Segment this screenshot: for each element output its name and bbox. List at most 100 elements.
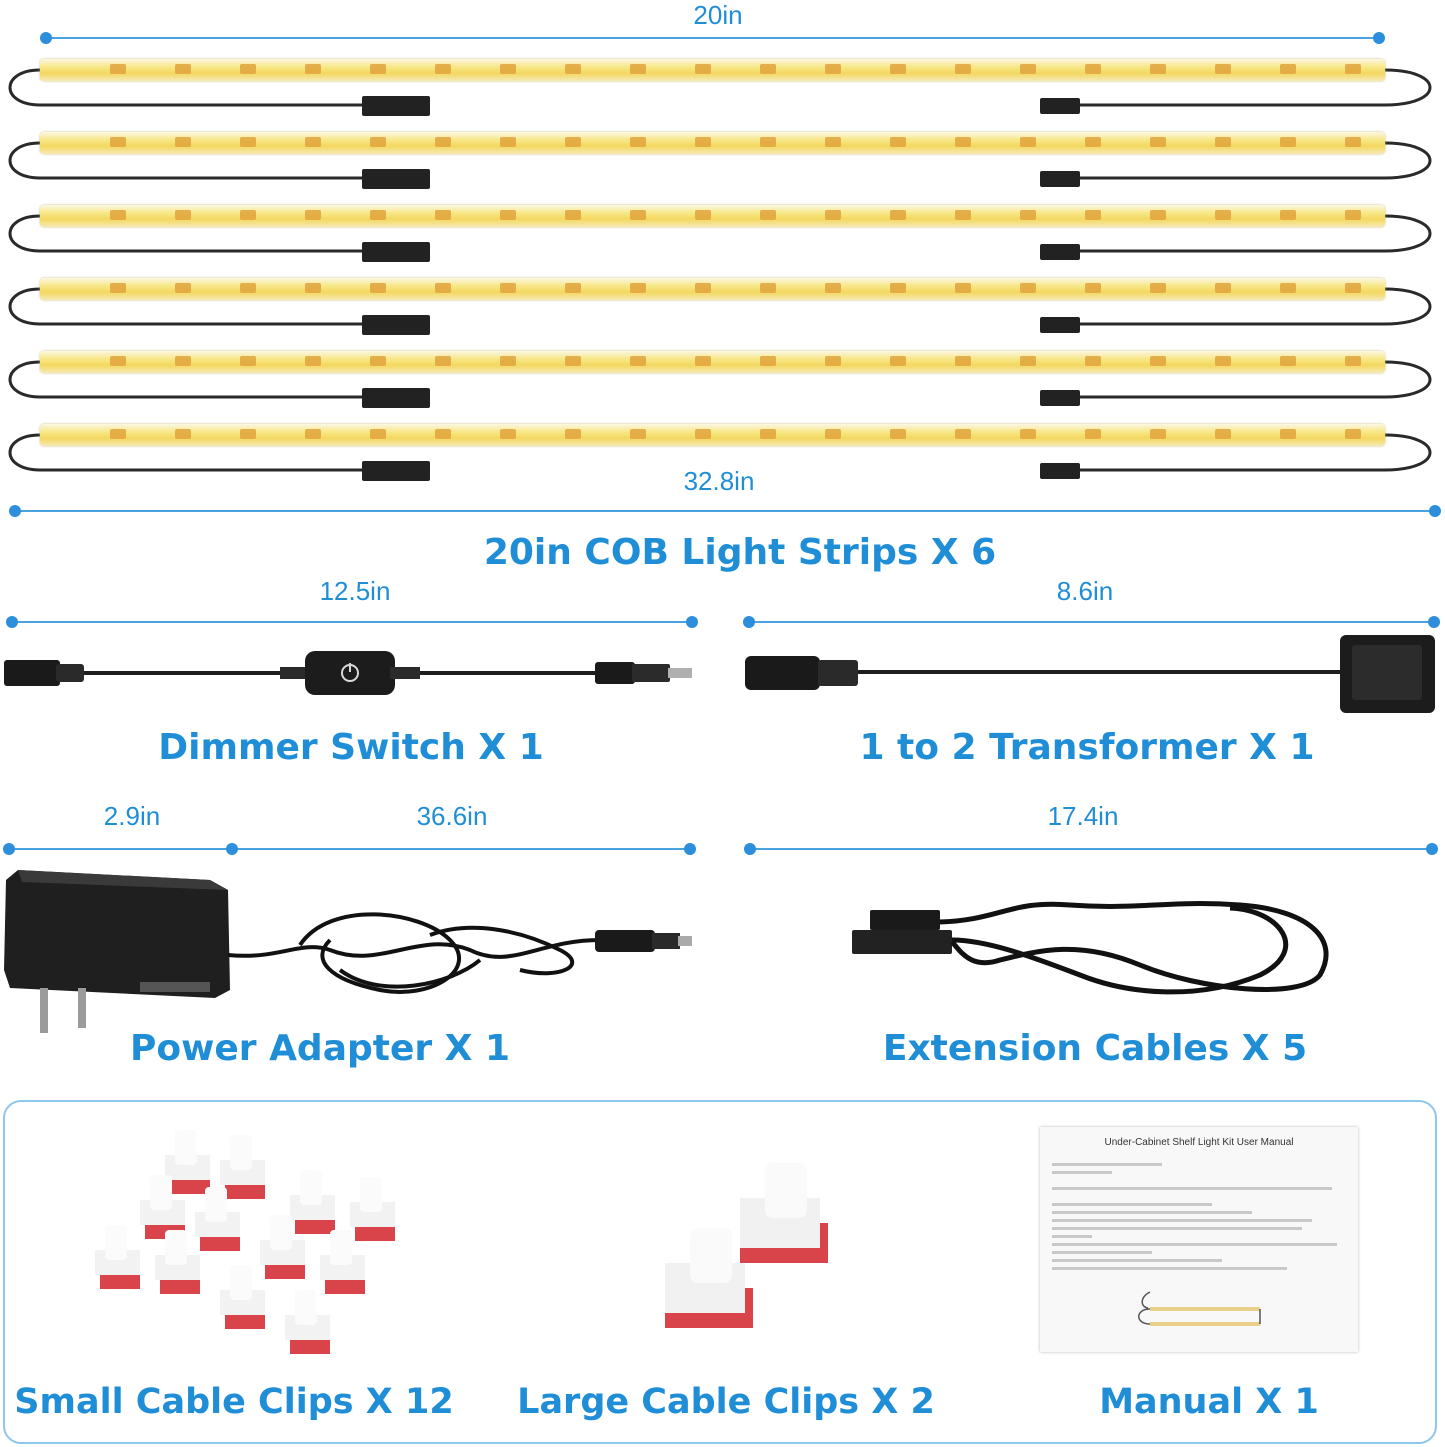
strip-connector-male <box>362 96 430 116</box>
extension-cable-image <box>852 901 1329 995</box>
strip-solder-pad <box>1215 64 1231 74</box>
strip-solder-pad <box>435 210 451 220</box>
strip-solder-pad <box>305 429 321 439</box>
strip-solder-pad <box>630 283 646 293</box>
strip-solder-pad <box>1345 137 1361 147</box>
strip-solder-pad <box>955 283 971 293</box>
strip-solder-pad <box>565 356 581 366</box>
strip-total-length-label: 32.8in <box>683 466 755 496</box>
strip-solder-pad <box>1085 64 1101 74</box>
strip-cables <box>8 68 1432 472</box>
strip-solder-pad <box>1020 64 1036 74</box>
strip-connector-male <box>362 169 430 189</box>
cob-light-strip <box>40 59 1385 81</box>
strip-connector-female <box>1040 463 1080 479</box>
strip-solder-pad <box>825 283 841 293</box>
strip-solder-pad <box>565 64 581 74</box>
strip-solder-pad <box>825 137 841 147</box>
strip-solder-pad <box>760 429 776 439</box>
strip-solder-pad <box>305 356 321 366</box>
cob-light-strip <box>40 132 1385 154</box>
strip-connector-male <box>362 461 430 481</box>
strip-solder-pad <box>1345 429 1361 439</box>
strip-solder-pad <box>500 64 516 74</box>
strip-solder-pad <box>1020 429 1036 439</box>
adapter-length-label-b: 36.6in <box>416 801 488 831</box>
manual-diagram <box>1138 1291 1261 1326</box>
strip-solder-pad <box>1215 356 1231 366</box>
strip-solder-pad <box>1280 429 1296 439</box>
strip-solder-pad <box>1150 210 1166 220</box>
manual-title: Manual X 1 <box>1099 1382 1319 1422</box>
strip-solder-pad <box>435 64 451 74</box>
strip-solder-pad <box>435 137 451 147</box>
measure-dot <box>744 843 756 855</box>
strip-solder-pad <box>1085 356 1101 366</box>
strip-solder-pad <box>890 283 906 293</box>
strip-solder-pad <box>565 429 581 439</box>
small-clips-title: Small Cable Clips X 12 <box>14 1382 454 1422</box>
strip-solder-pad <box>825 356 841 366</box>
transformer-image <box>745 635 1435 713</box>
dimmer-length-label: 12.5in <box>319 576 391 606</box>
strip-connector-female <box>1040 171 1080 187</box>
strip-solder-pad <box>370 210 386 220</box>
strip-solder-pad <box>1280 210 1296 220</box>
strip-measure-line <box>46 37 1379 39</box>
transformer-title: 1 to 2 Transformer X 1 <box>859 727 1315 768</box>
dimmer-switch-image <box>4 651 692 695</box>
strip-solder-pad <box>565 137 581 147</box>
strip-solder-pad <box>695 210 711 220</box>
strip-solder-pad <box>435 283 451 293</box>
strip-solder-pad <box>1280 64 1296 74</box>
small-clips-image <box>95 1130 395 1354</box>
cob-light-strip <box>40 351 1385 373</box>
dimmer-measure-line <box>12 621 692 623</box>
strip-total-measure-line <box>15 510 1435 512</box>
strip-solder-pad <box>1150 283 1166 293</box>
adapter-measure-line <box>9 848 690 850</box>
strip-solder-pad <box>370 356 386 366</box>
strip-solder-pad <box>240 429 256 439</box>
cob-light-strip <box>40 278 1385 300</box>
manual-image: Under-Cabinet Shelf Light Kit User Manua… <box>1040 1127 1358 1352</box>
measure-dot <box>9 505 21 517</box>
extension-length-label: 17.4in <box>1047 801 1119 831</box>
strip-solder-pad <box>110 210 126 220</box>
strip-solder-pad <box>695 356 711 366</box>
strip-solder-pad <box>500 210 516 220</box>
strip-solder-pad <box>890 64 906 74</box>
strip-solder-pad <box>370 137 386 147</box>
strip-solder-pad <box>1345 356 1361 366</box>
measure-dot <box>40 32 52 44</box>
strip-connector-male <box>362 315 430 335</box>
strip-solder-pad <box>1345 283 1361 293</box>
strip-solder-pad <box>1085 283 1101 293</box>
strip-solder-pad <box>825 210 841 220</box>
strip-solder-pad <box>240 64 256 74</box>
measure-dot <box>686 616 698 628</box>
strip-length-label: 20in <box>693 0 743 30</box>
strip-solder-pad <box>1150 64 1166 74</box>
strip-solder-pad <box>305 137 321 147</box>
strip-solder-pad <box>175 210 191 220</box>
strip-solder-pad <box>695 283 711 293</box>
strip-solder-pad <box>630 210 646 220</box>
strip-solder-pad <box>695 137 711 147</box>
extension-measure-line <box>750 848 1432 850</box>
strip-solder-pad <box>1215 137 1231 147</box>
large-clips-image <box>665 1163 828 1328</box>
cob-light-strip <box>40 424 1385 446</box>
strips-title: 20in COB Light Strips X 6 <box>483 532 997 573</box>
strip-solder-pad <box>240 283 256 293</box>
measure-dot <box>743 616 755 628</box>
strip-solder-pad <box>305 64 321 74</box>
strip-solder-pad <box>110 429 126 439</box>
strip-solder-pad <box>1215 283 1231 293</box>
dimmer-title: Dimmer Switch X 1 <box>158 727 544 768</box>
strip-connector-female <box>1040 98 1080 114</box>
strip-solder-pad <box>1020 283 1036 293</box>
measure-dot <box>1426 843 1438 855</box>
strip-connector-female <box>1040 317 1080 333</box>
strip-solder-pad <box>175 283 191 293</box>
